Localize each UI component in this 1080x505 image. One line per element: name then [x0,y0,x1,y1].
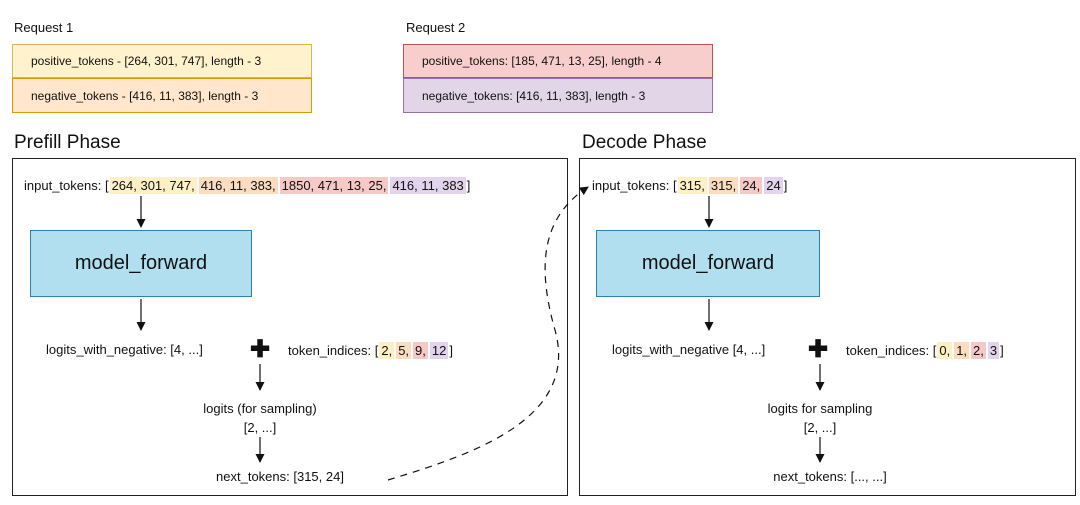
prefill-phase-title: Prefill Phase [14,132,121,153]
prefill-index-1: 5, [396,342,412,359]
prefill-index-0: 2, [379,342,395,359]
prefill-indices-close: ] [449,343,453,358]
request-1-positive-tokens: positive_tokens - [264, 301, 747], lengt… [12,44,312,78]
prefill-input-label: input_tokens: [ [24,178,109,193]
decode-index-0: 0, [937,342,953,359]
prefill-input-group-request1-negative: 416, 11, 383, [198,177,278,194]
decode-phase-title: Decode Phase [582,132,707,153]
decode-index-1: 1, [954,342,970,359]
request-1-negative-tokens: negative_tokens - [416, 11, 383], length… [12,78,312,113]
request-2-title: Request 2 [406,20,466,35]
decode-next-tokens: next_tokens: [..., ...] [773,469,887,484]
prefill-input-group-request2-negative: 416, 11, 383 [390,177,466,194]
decode-input-close: ] [783,178,788,193]
decode-indices-close: ] [1000,343,1004,358]
prefill-sampling-shape: [2, ...] [243,420,277,435]
decode-input-tokens: input_tokens: [ 315, 315, 24, 24 ] [592,177,787,194]
prefill-plus-icon: ✚ [250,336,271,363]
decode-index-3: 3 [987,342,1000,359]
decode-sampling-shape: [2, ...] [803,420,837,435]
prefill-sampling-label: logits (for sampling) [203,401,317,416]
request-2-positive-tokens: positive_tokens: [185, 471, 13, 25], len… [403,44,713,78]
prefill-input-group-request1-positive: 264, 301, 747, [109,177,197,194]
prefill-logits-label: logits_with_negative: [4, ...] [46,342,203,357]
prefill-indices-label: token_indices: [ [288,343,379,358]
prefill-input-group-request2-positive: 1850, 471, 13, 25, [279,177,389,194]
decode-index-2: 2, [971,342,986,359]
prefill-input-close: ] [466,178,471,193]
prefill-next-tokens: next_tokens: [315, 24] [216,469,344,484]
request-2-negative-tokens: negative_tokens: [416, 11, 383], length … [403,78,713,113]
next-tokens-to-decode-input-arrow [387,186,589,481]
decode-sampling-label: logits for sampling [767,401,873,416]
decode-input-group-0: 315, [677,177,707,194]
decode-logits-label: logits_with_negative [4, ...] [612,342,766,357]
prefill-token-indices: token_indices: [ 2, 5, 9, 12 ] [288,342,453,359]
decode-plus-icon: ✚ [808,336,829,363]
decode-indices-label: token_indices: [ [846,343,937,358]
decode-input-group-2: 24, [740,177,763,194]
decode-input-label: input_tokens: [ [592,178,677,193]
decode-input-group-3: 24 [764,177,783,194]
decode-token-indices: token_indices: [ 0, 1, 2, 3 ] [846,342,1004,359]
prefill-index-2: 9, [413,342,428,359]
prefill-input-tokens: input_tokens: [ 264, 301, 747, 416, 11, … [24,177,470,194]
decode-input-group-1: 315, [708,177,739,194]
prefill-phase-frame [12,158,568,496]
prefill-model-forward-box: model_forward [30,230,252,297]
prefill-index-3: 12 [429,342,449,359]
decode-model-forward-box: model_forward [596,230,820,297]
decode-phase-frame [579,158,1076,496]
request-1-title: Request 1 [14,20,74,35]
